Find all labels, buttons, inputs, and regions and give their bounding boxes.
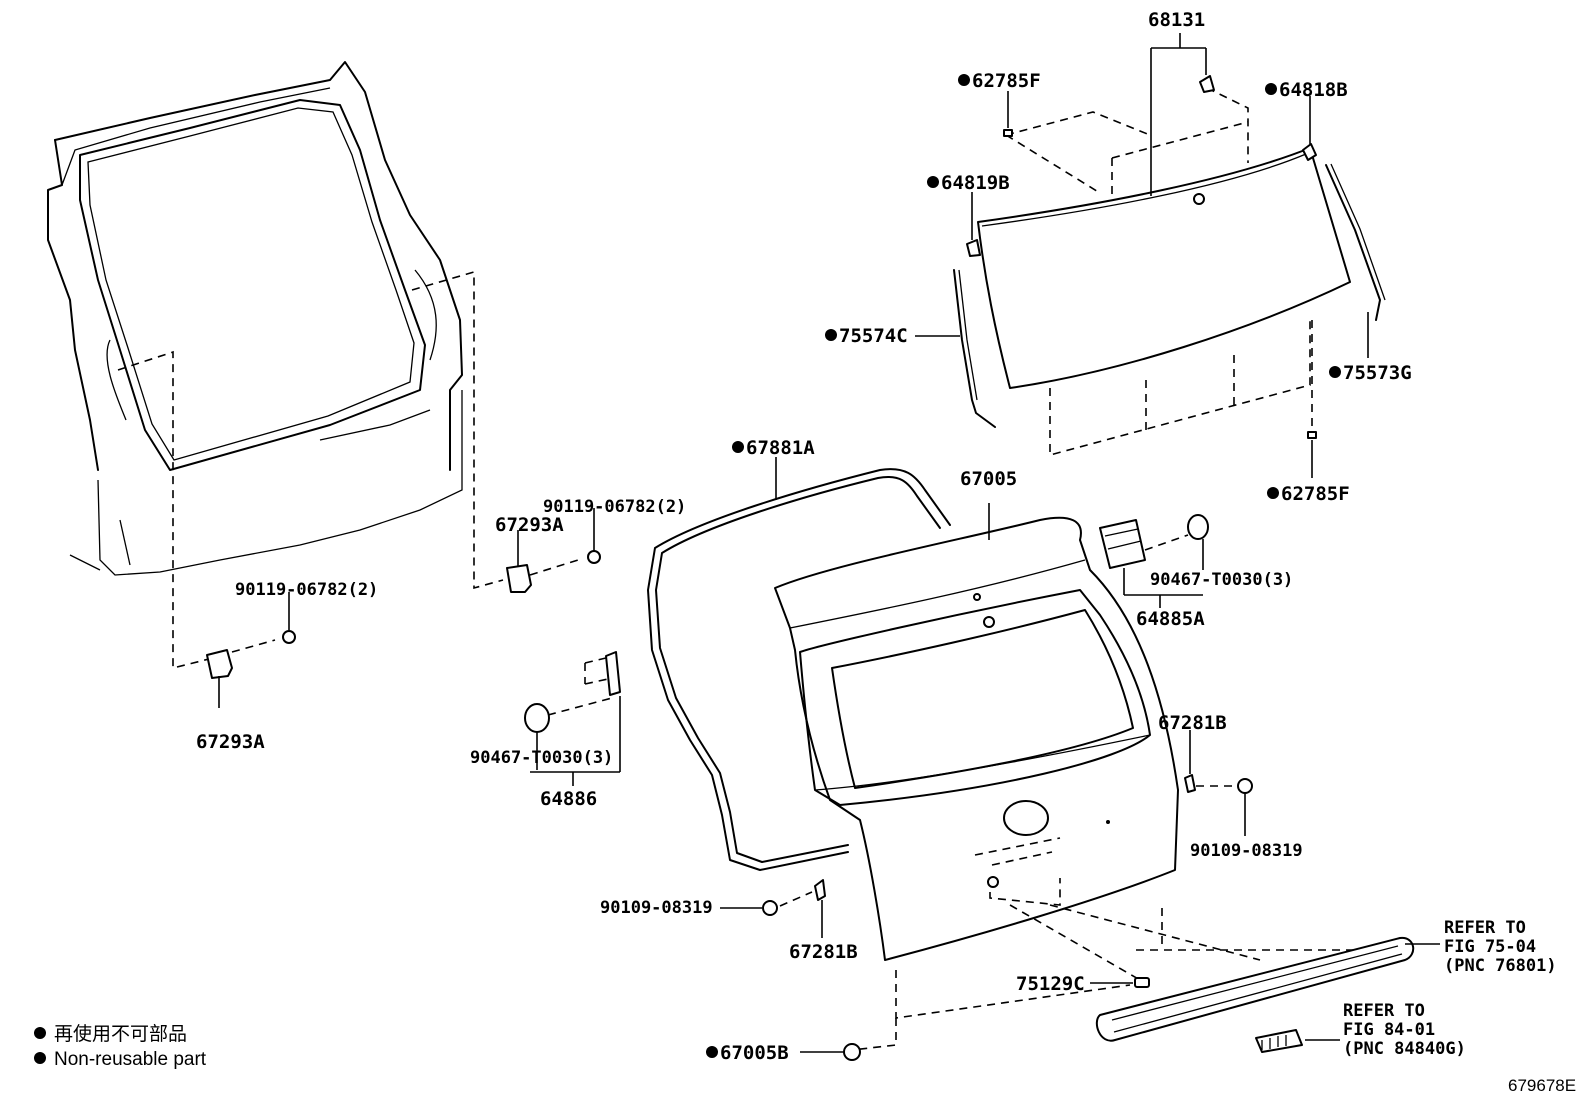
legend-bullet xyxy=(34,1052,46,1064)
label-64818B: 64818B xyxy=(1279,79,1348,101)
lamp-84840G xyxy=(1255,1029,1340,1053)
weatherstrip-67881A xyxy=(647,457,951,871)
figure-id: 679678E xyxy=(1508,1076,1576,1095)
dashed-guide xyxy=(411,270,504,590)
label-67293A-right: 67293A xyxy=(495,514,564,536)
label-67005B: 67005B xyxy=(720,1042,789,1064)
label-90109-left: 90109-08319 xyxy=(600,898,713,918)
dashed-guide xyxy=(1111,121,1249,159)
nonreusable-mark xyxy=(1267,487,1279,499)
label-62785F-top: 62785F xyxy=(972,70,1041,92)
dashed-guide xyxy=(1005,111,1151,194)
nonreusable-mark xyxy=(825,329,837,341)
dashed-guide xyxy=(1145,355,1235,430)
dashed-guide xyxy=(117,350,214,670)
moulding-75573G xyxy=(1325,163,1386,358)
label-67293A-left: 67293A xyxy=(196,731,265,753)
label-90467-right: 90467-T0030(3) xyxy=(1150,570,1293,590)
bolt-90119-right xyxy=(587,508,601,564)
nonreusable-mark xyxy=(732,441,744,453)
label-64819B: 64819B xyxy=(941,172,1010,194)
label-64885A: 64885A xyxy=(1136,608,1205,630)
label-67281B-left: 67281B xyxy=(789,941,858,963)
dam-64819B xyxy=(966,192,981,257)
refer-76801-line2: FIG 75-04 xyxy=(1444,937,1536,957)
plug-67005B xyxy=(800,1043,861,1061)
label-68131: 68131 xyxy=(1148,9,1205,31)
clip-75129C xyxy=(1090,977,1150,988)
bracket-67281B-right xyxy=(1184,730,1253,836)
body-opening xyxy=(47,61,463,576)
part-labels: 68131 62785F 64818B 64819B 75574C 75573G… xyxy=(196,9,1557,1064)
label-67005: 67005 xyxy=(960,468,1017,490)
dampers-64885A xyxy=(1099,514,1209,608)
label-75574C: 75574C xyxy=(839,325,908,347)
legend-japanese: 再使用不可部品 xyxy=(54,1023,187,1045)
nonreusable-mark xyxy=(706,1046,718,1058)
label-90109-right: 90109-08319 xyxy=(1190,841,1303,861)
dashed-guide xyxy=(1049,904,1261,961)
moulding-75574C xyxy=(915,269,996,428)
label-75129C: 75129C xyxy=(1016,973,1085,995)
refer-76801-line3: (PNC 76801) xyxy=(1444,956,1557,976)
dashed-guide xyxy=(231,639,276,653)
dashed-guide xyxy=(529,559,579,576)
refer-84840G-line2: FIG 84-01 xyxy=(1343,1020,1435,1040)
label-90119-left: 90119-06782(2) xyxy=(235,580,378,600)
label-67281B-right: 67281B xyxy=(1158,712,1227,734)
dampers-64886 xyxy=(524,651,621,786)
label-90467-left: 90467-T0030(3) xyxy=(470,748,613,768)
clip-68131 xyxy=(1150,33,1215,196)
dam-64818B xyxy=(1302,96,1317,161)
back-door-67005 xyxy=(774,503,1179,961)
label-62785F-bot: 62785F xyxy=(1281,483,1350,505)
back-glass xyxy=(977,147,1351,389)
hinge-67293A-left xyxy=(206,649,233,708)
spacer-62785F-top xyxy=(1003,91,1013,137)
label-75573G: 75573G xyxy=(1343,362,1412,384)
garnish-76801 xyxy=(1095,936,1440,1042)
label-64886: 64886 xyxy=(540,788,597,810)
hinge-67293A-right xyxy=(506,530,532,593)
refer-84840G-line1: REFER TO xyxy=(1343,1001,1425,1021)
bolt-90119-left xyxy=(282,592,296,644)
nonreusable-mark xyxy=(958,74,970,86)
dashed-guide xyxy=(851,1018,897,1051)
refer-84840G-line3: (PNC 84840G) xyxy=(1343,1039,1466,1059)
label-67881A: 67881A xyxy=(746,437,815,459)
nonreusable-mark xyxy=(927,176,939,188)
legend: 再使用不可部品 Non-reusable part xyxy=(34,1023,207,1070)
label-90119-right: 90119-06782(2) xyxy=(543,497,686,517)
nonreusable-mark xyxy=(1265,83,1277,95)
legend-english: Non-reusable part xyxy=(54,1049,207,1070)
spacer-62785F-bot xyxy=(1307,431,1317,478)
dashed-guide xyxy=(1009,904,1141,981)
dashed-guide xyxy=(1206,87,1249,163)
bracket-67281B-left xyxy=(720,879,826,938)
refer-76801-line1: REFER TO xyxy=(1444,918,1526,938)
dashed-guide xyxy=(895,970,1131,1019)
nonreusable-mark xyxy=(1329,366,1341,378)
dashed-guide xyxy=(1049,320,1311,457)
legend-bullet xyxy=(34,1027,46,1039)
